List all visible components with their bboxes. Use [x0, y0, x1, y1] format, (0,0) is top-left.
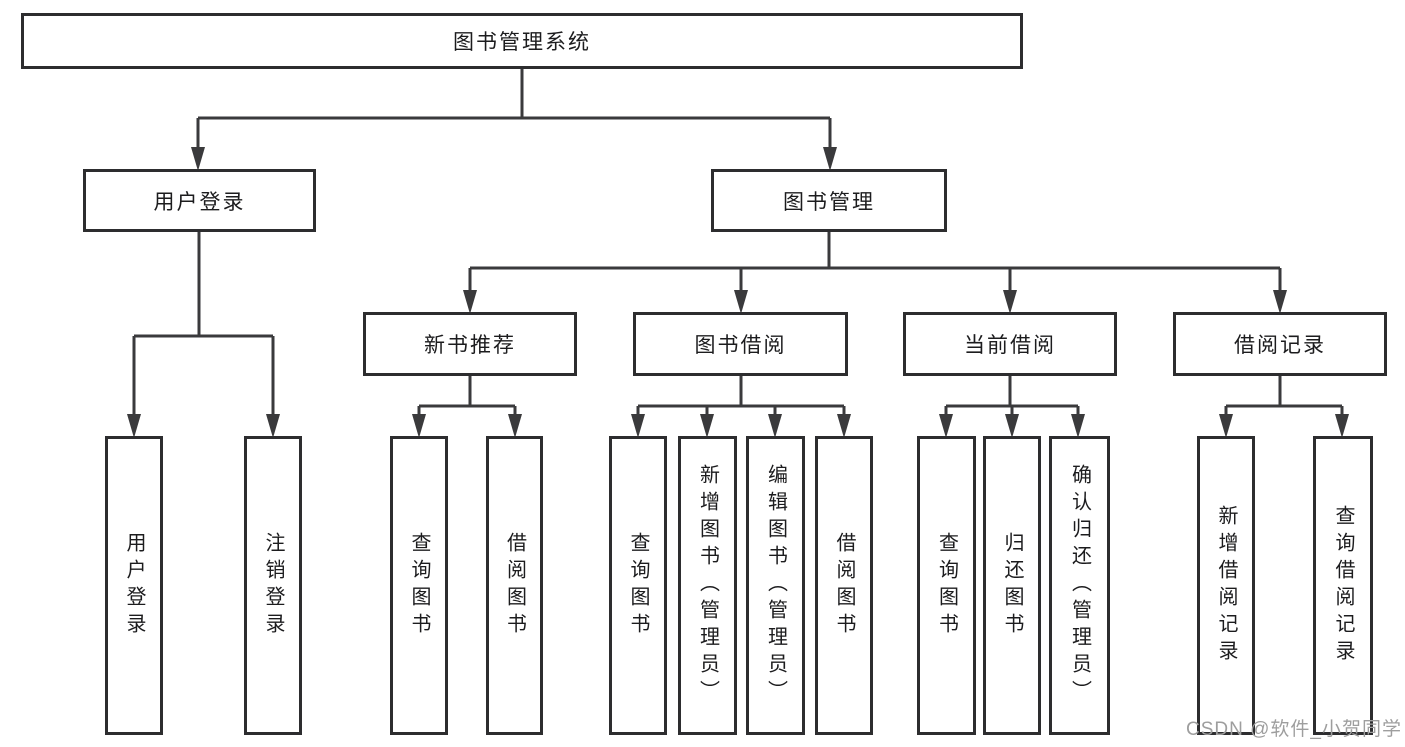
node-current-borrow: 当前借阅 [903, 312, 1117, 376]
node-book-management: 图书管理 [711, 169, 947, 232]
leaf-current-confirm-return-admin-label: 确认归还（管理员） [1068, 464, 1091, 707]
leaf-records-query-record: 查询借阅记录 [1313, 436, 1373, 735]
leaf-user-login-label: 用户登录 [123, 531, 145, 640]
connector-book-mgmt-to-level3 [463, 232, 1287, 314]
leaf-current-query-book: 查询图书 [917, 436, 976, 735]
leaf-borrow-borrow-book-label: 借阅图书 [833, 531, 855, 640]
leaf-borrow-query-book-label: 查询图书 [627, 531, 649, 640]
leaf-current-return-book: 归还图书 [983, 436, 1041, 735]
node-new-book-recommend: 新书推荐 [363, 312, 577, 376]
connector-root-to-level2 [191, 69, 837, 171]
connector-book-borrow-children [631, 376, 851, 438]
csdn-watermark: CSDN @软件_小贺同学 [1186, 719, 1402, 740]
leaf-newbook-borrow-book: 借阅图书 [486, 436, 543, 735]
connector-user-login-children [127, 232, 280, 438]
leaf-borrow-edit-book-admin: 编辑图书（管理员） [746, 436, 805, 735]
leaf-current-confirm-return-admin: 确认归还（管理员） [1049, 436, 1110, 735]
leaf-borrow-query-book: 查询图书 [609, 436, 667, 735]
node-book-borrow: 图书借阅 [633, 312, 848, 376]
node-user-login: 用户登录 [83, 169, 316, 232]
leaf-borrow-add-book-admin: 新增图书（管理员） [678, 436, 737, 735]
leaf-records-add-record-label: 新增借阅记录 [1215, 504, 1237, 667]
leaf-newbook-borrow-book-label: 借阅图书 [503, 531, 526, 640]
leaf-logout-label: 注销登录 [262, 531, 284, 640]
leaf-borrow-edit-book-admin-label: 编辑图书（管理员） [764, 464, 787, 707]
leaf-newbook-query-book: 查询图书 [390, 436, 448, 735]
leaf-logout: 注销登录 [244, 436, 302, 735]
leaf-borrow-borrow-book: 借阅图书 [815, 436, 873, 735]
leaf-user-login: 用户登录 [105, 436, 163, 735]
leaf-current-query-book-label: 查询图书 [935, 531, 958, 640]
leaf-newbook-query-book-label: 查询图书 [408, 531, 430, 640]
node-borrow-records: 借阅记录 [1173, 312, 1387, 376]
leaf-records-add-record: 新增借阅记录 [1197, 436, 1255, 735]
leaf-records-query-record-label: 查询借阅记录 [1332, 504, 1354, 667]
connector-new-book-children [412, 376, 522, 438]
leaf-borrow-add-book-admin-label: 新增图书（管理员） [696, 464, 719, 707]
leaf-current-return-book-label: 归还图书 [1001, 531, 1023, 640]
connector-current-borrow-children [939, 376, 1085, 438]
connector-borrow-records-children [1219, 376, 1349, 438]
node-library-management-system: 图书管理系统 [21, 13, 1023, 69]
